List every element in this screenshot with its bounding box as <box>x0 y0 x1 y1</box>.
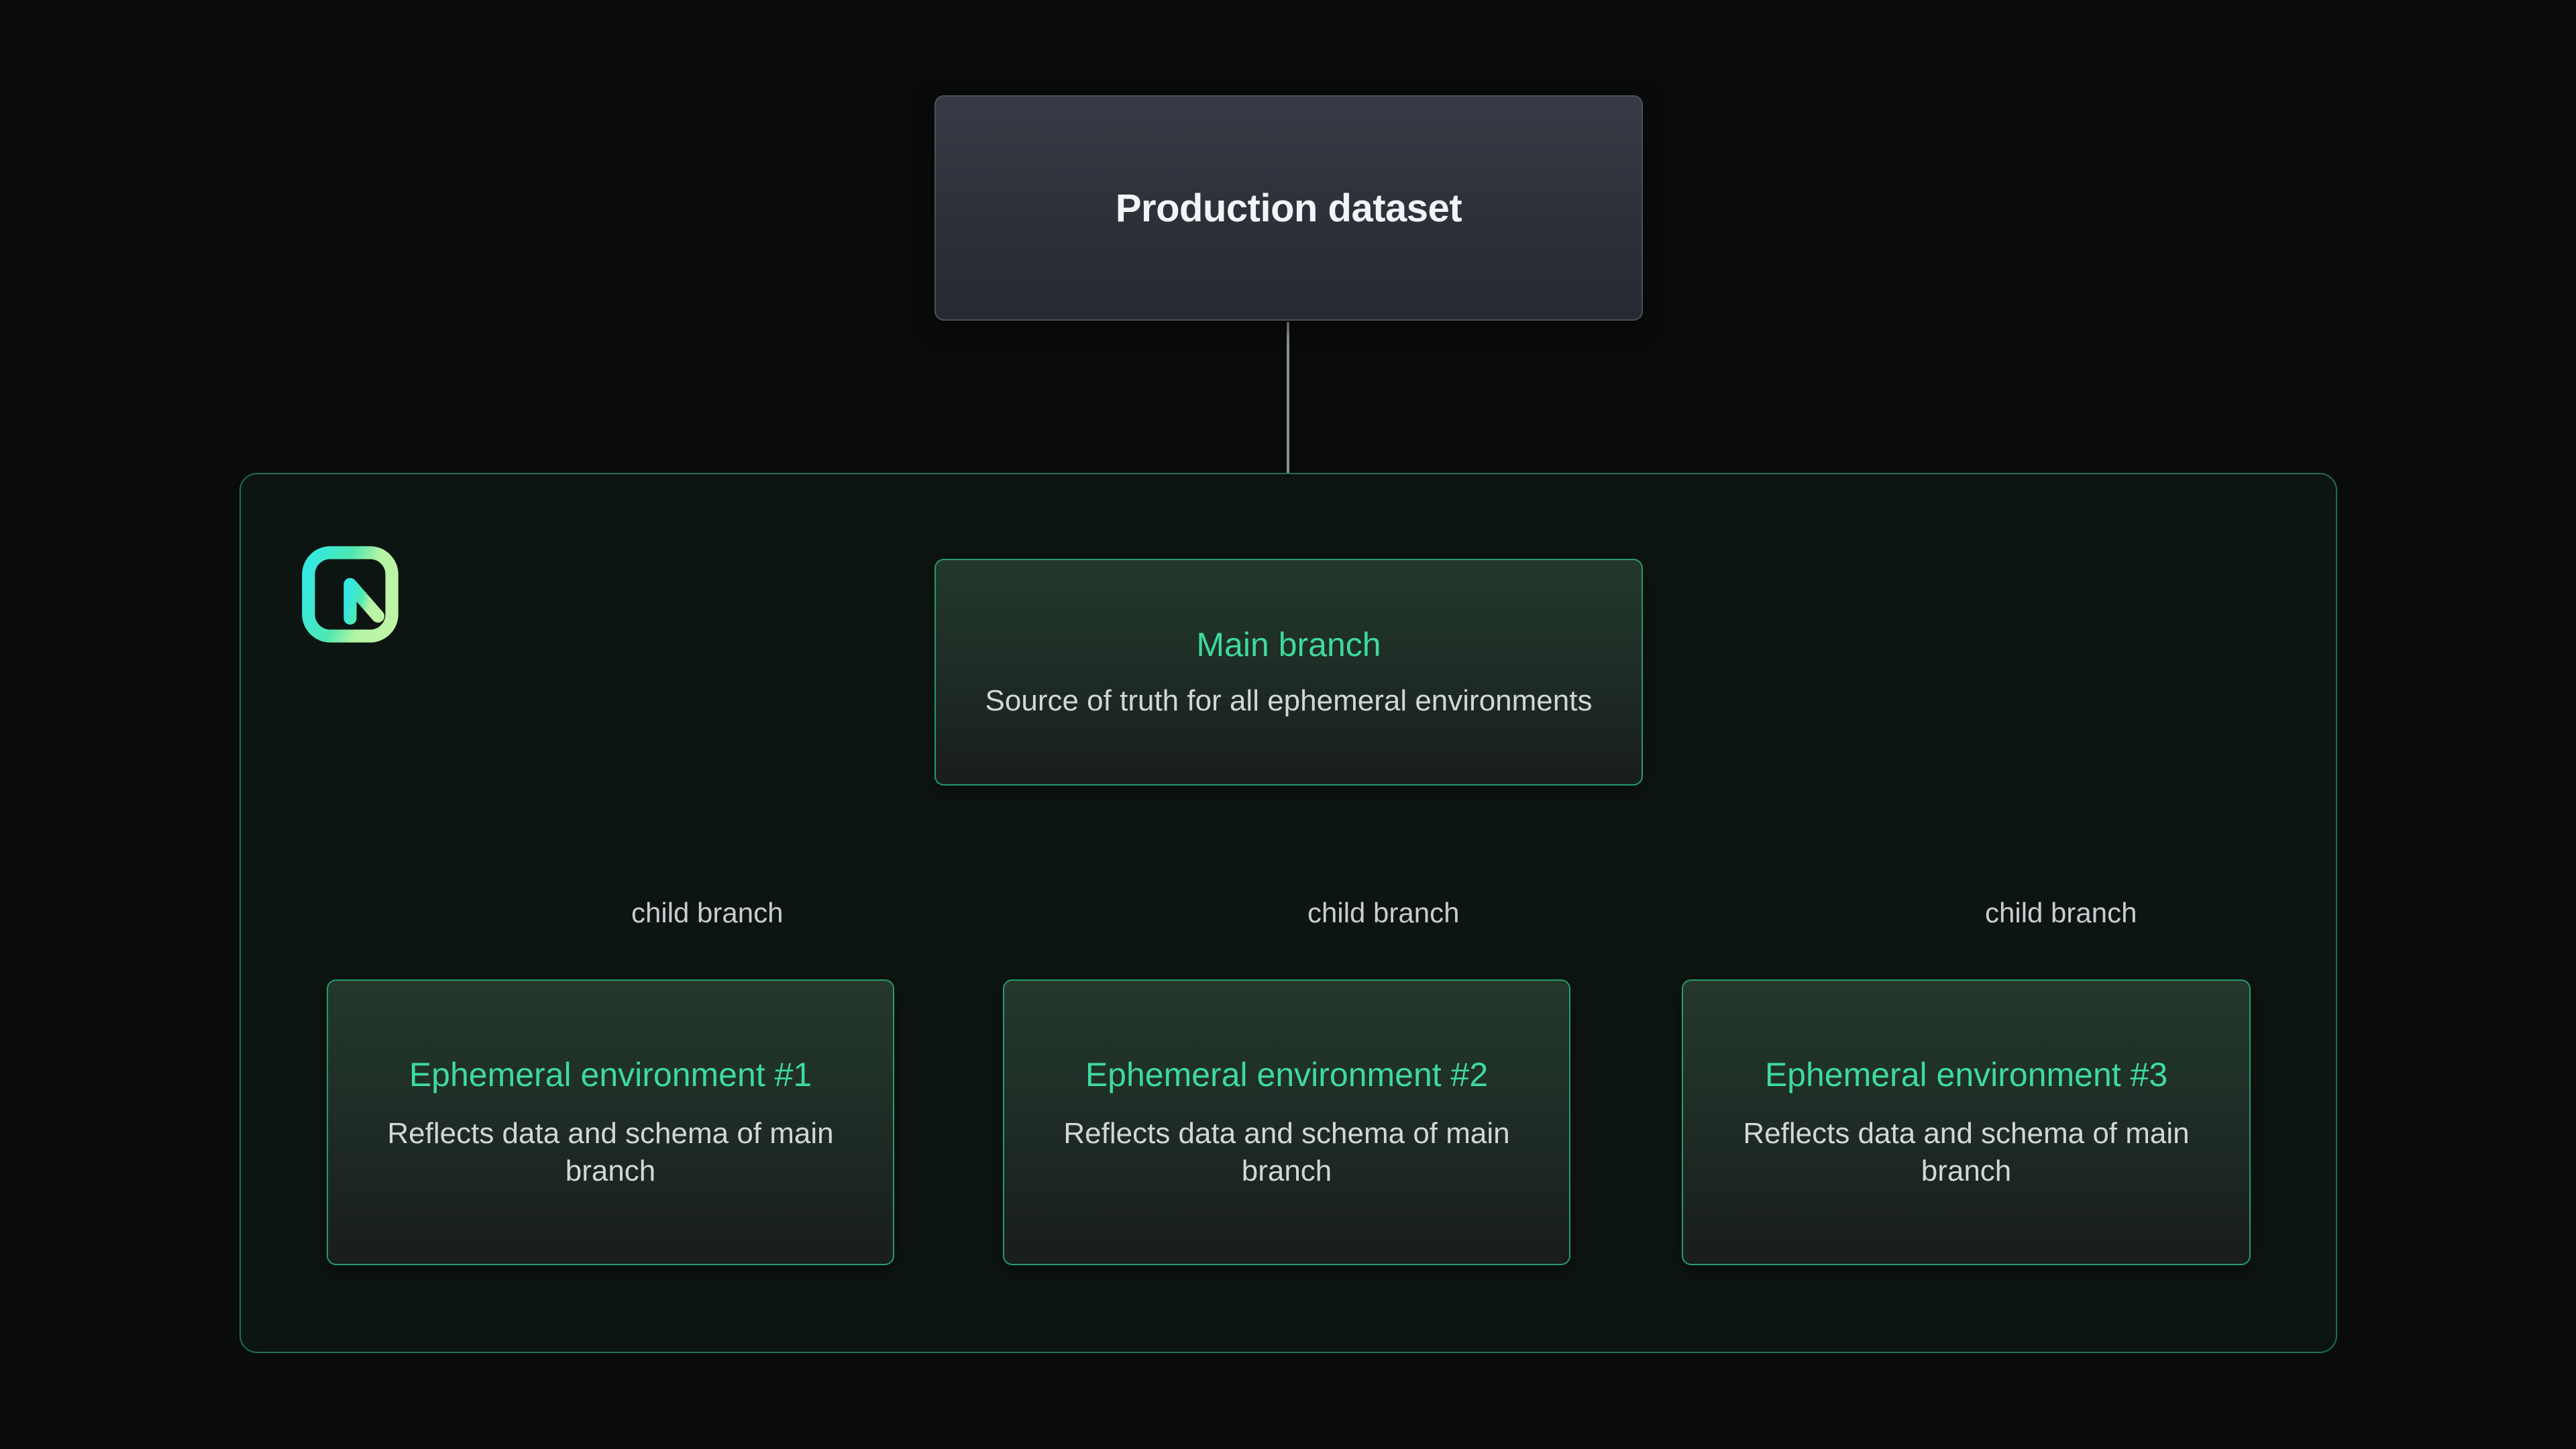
ephemeral-environment-card-3[interactable]: Ephemeral environment #3 Reflects data a… <box>1682 979 2251 1265</box>
ephemeral-environment-title-3: Ephemeral environment #3 <box>1764 1056 2168 1094</box>
main-branch-description: Source of truth for all ephemeral enviro… <box>985 684 1593 717</box>
ephemeral-environment-description-3: Reflects data and schema of main branch <box>1743 1117 2190 1187</box>
production-dataset-card[interactable]: Production dataset <box>934 95 1643 321</box>
ephemeral-environment-title-1: Ephemeral environment #1 <box>409 1056 812 1094</box>
edge-label-child-branch-2: child branch <box>1307 897 1460 928</box>
neon-logo <box>301 545 400 644</box>
ephemeral-environment-card-2[interactable]: Ephemeral environment #2 Reflects data a… <box>1003 979 1570 1265</box>
neon-logo-icon <box>302 546 398 643</box>
production-dataset-title: Production dataset <box>1115 186 1462 230</box>
edge-label-child-branch-1: child branch <box>631 897 784 928</box>
ephemeral-environment-description-2: Reflects data and schema of main branch <box>1063 1117 1510 1187</box>
edge-label-child-branch-3: child branch <box>1985 897 2137 928</box>
main-branch-card[interactable]: Main branch Source of truth for all ephe… <box>934 559 1643 786</box>
ephemeral-environment-title-2: Ephemeral environment #2 <box>1085 1056 1489 1094</box>
main-branch-title: Main branch <box>1196 625 1381 663</box>
ephemeral-environment-description-1: Reflects data and schema of main branch <box>387 1117 834 1187</box>
ephemeral-environment-card-1[interactable]: Ephemeral environment #1 Reflects data a… <box>327 979 894 1265</box>
